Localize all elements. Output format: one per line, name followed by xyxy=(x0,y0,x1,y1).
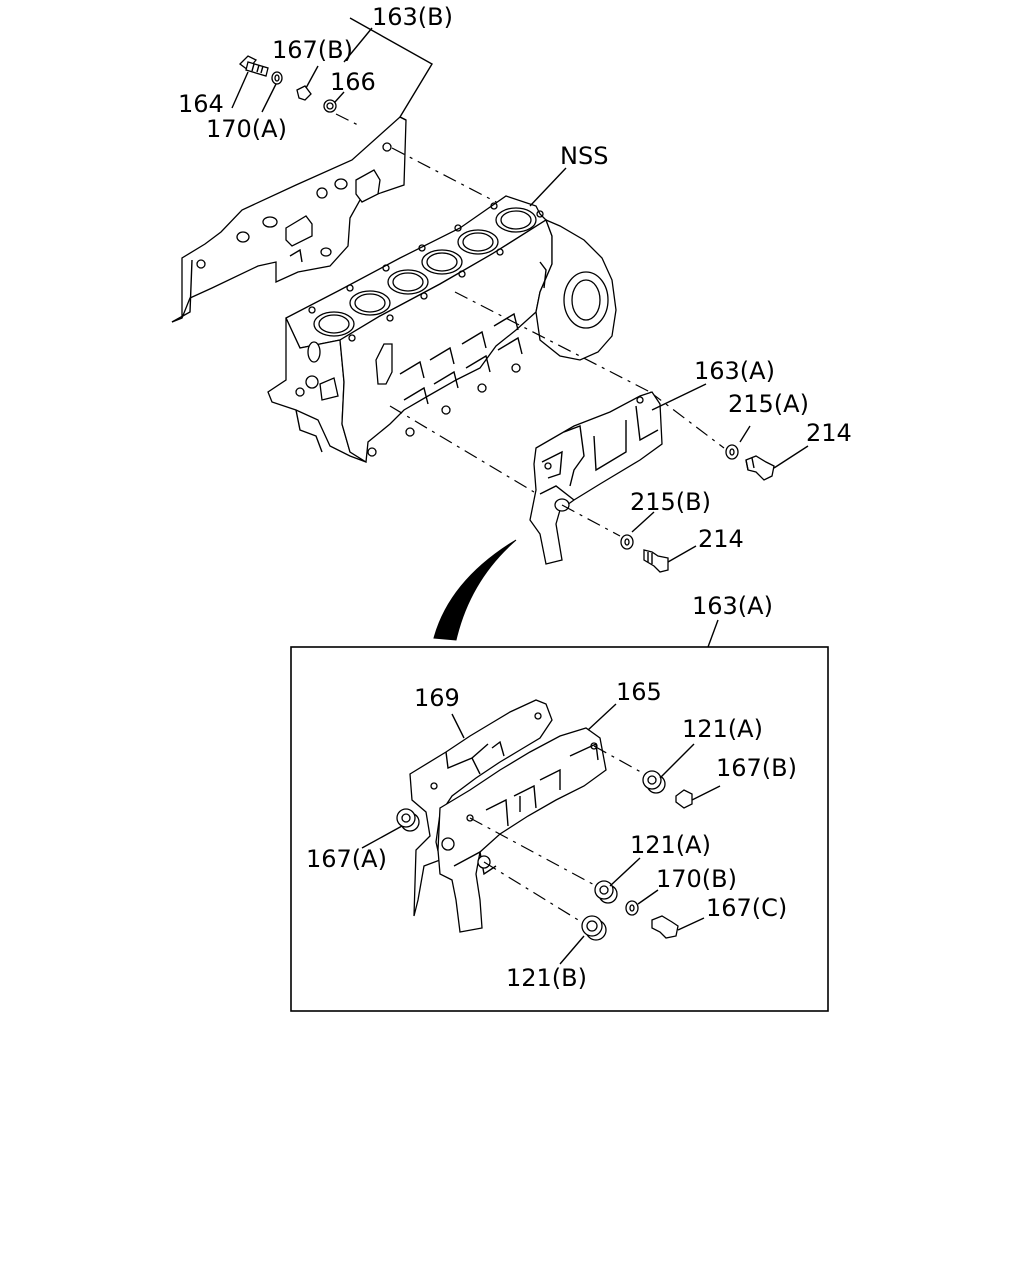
label-170b: 170(B) xyxy=(656,865,737,893)
gasket-163b xyxy=(171,116,407,323)
bolt-164 xyxy=(239,55,269,77)
center-line-gasket xyxy=(335,113,361,127)
label-164: 164 xyxy=(178,90,224,118)
cover-163a xyxy=(529,391,663,565)
label-214-b: 214 xyxy=(698,525,744,553)
detail-box xyxy=(290,646,829,1012)
cap-167b-top xyxy=(296,85,312,101)
label-215b: 215(B) xyxy=(630,488,711,516)
callout-arrow xyxy=(433,539,517,641)
washer-215b xyxy=(620,534,634,550)
label-166: 166 xyxy=(330,68,376,96)
bolt-167c xyxy=(651,915,679,939)
cover-detail-165 xyxy=(437,727,607,933)
bracket-163b xyxy=(349,17,433,118)
label-215a: 215(A) xyxy=(728,390,809,418)
bushing-121a-2 xyxy=(594,880,618,904)
bolt-214-b xyxy=(643,549,669,573)
label-165: 165 xyxy=(616,678,662,706)
engine-block xyxy=(267,195,617,464)
washer-170a-inner xyxy=(274,74,280,82)
label-163b: 163(B) xyxy=(372,3,453,31)
bolt-214-a xyxy=(745,455,775,481)
bushing-121b xyxy=(581,915,607,941)
bushing-167a xyxy=(396,808,420,832)
washer-215a xyxy=(725,444,739,460)
label-167a: 167(A) xyxy=(306,845,387,873)
label-167b-top: 167(B) xyxy=(272,36,353,64)
label-214-a: 214 xyxy=(806,419,852,447)
washer-170b xyxy=(625,900,639,916)
label-163a-box: 163(A) xyxy=(692,592,773,620)
label-167b-box: 167(B) xyxy=(716,754,797,782)
label-121b: 121(B) xyxy=(506,964,587,992)
cover-detail-169 xyxy=(409,699,553,917)
label-121a-2: 121(A) xyxy=(630,831,711,859)
label-170a: 170(A) xyxy=(206,115,287,143)
bushing-121a-1 xyxy=(642,770,666,794)
cap-167b-box xyxy=(675,789,693,809)
label-121a-1: 121(A) xyxy=(682,715,763,743)
label-nss: NSS xyxy=(560,142,608,170)
label-163a-mid: 163(A) xyxy=(694,357,775,385)
plug-166 xyxy=(323,99,337,113)
label-167c: 167(C) xyxy=(706,894,787,922)
label-169: 169 xyxy=(414,684,460,712)
